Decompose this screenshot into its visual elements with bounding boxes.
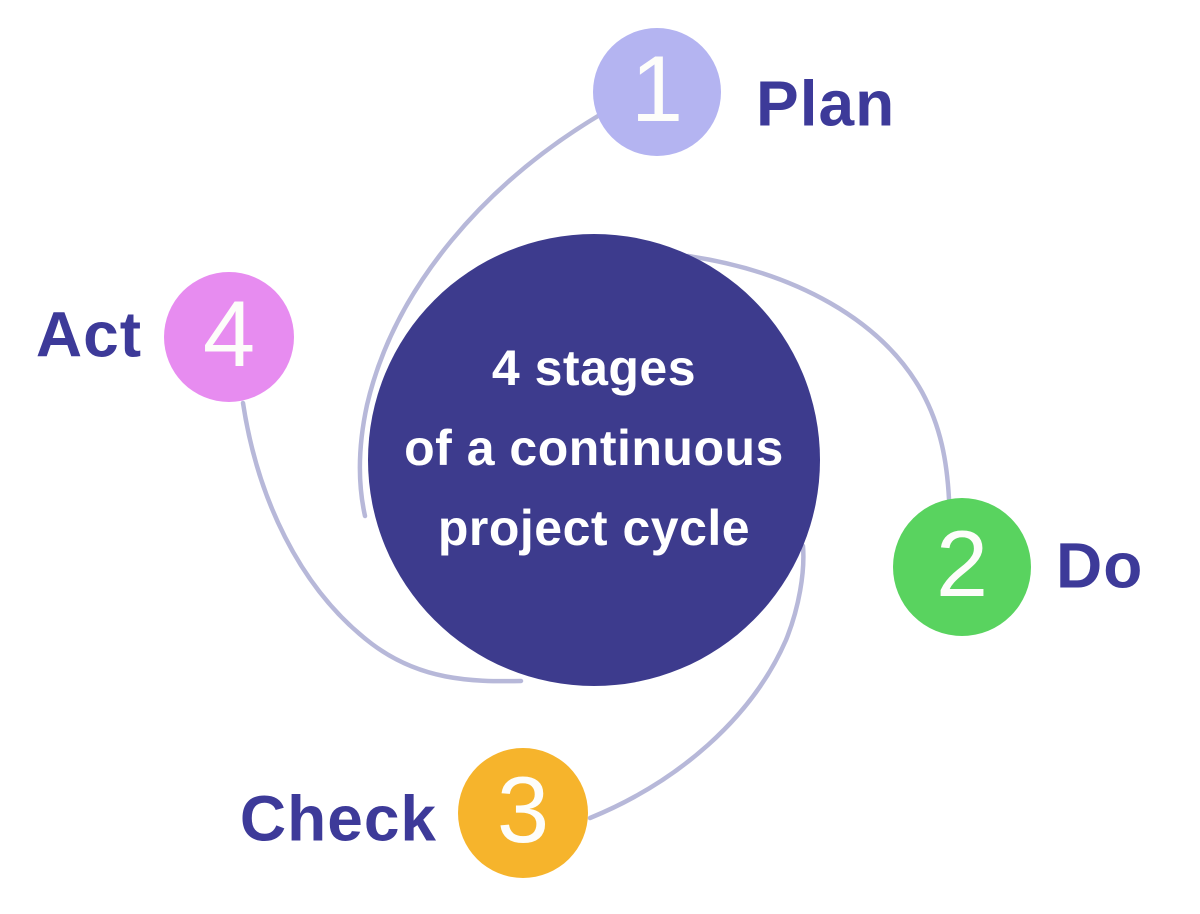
connector-group <box>240 113 952 821</box>
stage-number-check: 3 <box>496 757 550 862</box>
stage-label-do: Do <box>1056 529 1144 602</box>
center-title-line-1: 4 stages <box>491 340 697 396</box>
stage-number-do: 2 <box>935 511 989 616</box>
center-title: 4 stages of a continuous project cycle <box>404 328 784 568</box>
connector-center-to-do <box>685 253 952 502</box>
connector-act-to-center <box>240 400 524 684</box>
stage-number-act: 4 <box>202 281 256 386</box>
stage-circle-act: 4 <box>164 272 294 402</box>
connector-plan-to-center <box>357 113 601 519</box>
connector-check-to-center <box>587 543 806 821</box>
center-circle: 4 stages of a continuous project cycle <box>368 234 820 686</box>
stage-circle-check: 3 <box>458 748 588 878</box>
stage-label-check: Check <box>239 782 437 855</box>
stage-circle-plan: 1 <box>593 28 721 156</box>
center-title-line-2: of a continuous <box>404 420 784 476</box>
stage-number-plan: 1 <box>630 36 684 141</box>
center-title-line-3: project cycle <box>437 500 751 556</box>
stage-circle-do: 2 <box>893 498 1031 636</box>
stage-label-act: Act <box>35 298 142 371</box>
stage-label-plan: Plan <box>756 67 896 140</box>
